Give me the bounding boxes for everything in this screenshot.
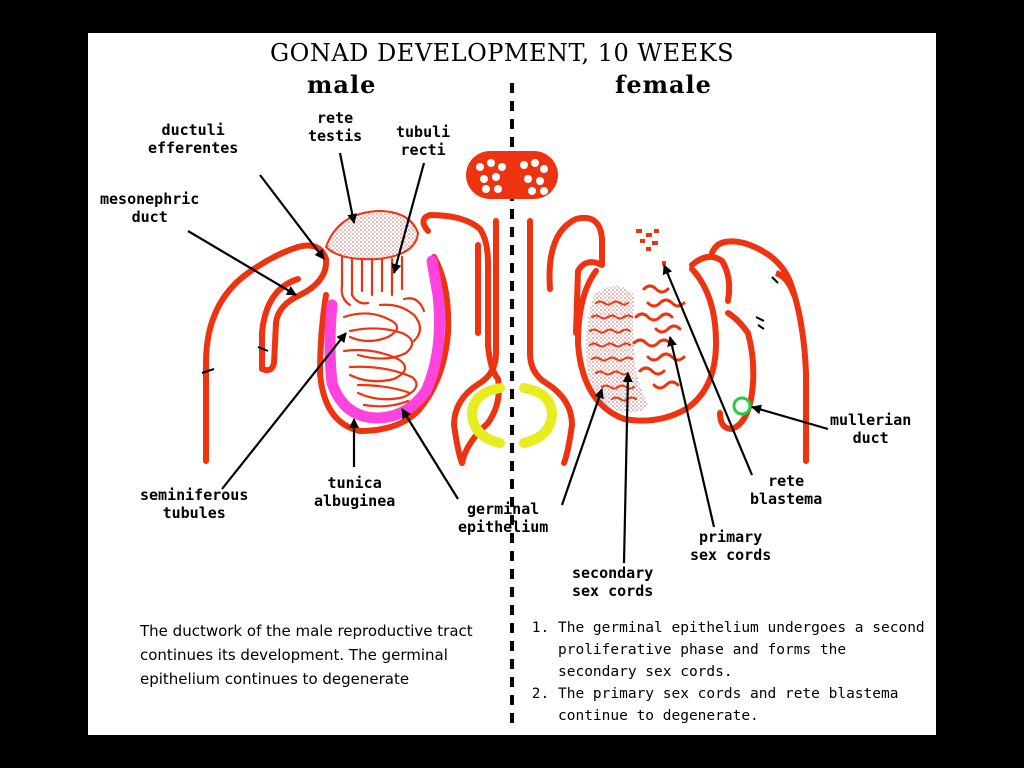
male-structure [203,212,502,466]
gonad-diagram [187,83,829,723]
female-heading: female [615,70,712,99]
seminiferous-tubules-drawing [340,255,426,408]
male-mesentery [420,212,502,466]
arrow-tubuli-recti [391,162,426,274]
arrow-secondary-sex-cords [622,372,633,564]
yellow-ring-left [466,383,505,448]
primary-sex-cords-drawing [632,284,686,390]
arrow-primary-sex-cords [667,336,716,528]
female-note: The germinal epithelium undergoes a seco… [538,617,928,727]
female-note-item-2: The primary sex cords and rete blastema … [558,683,928,727]
callout-arrows [187,152,829,564]
female-note-item-1: The germinal epithelium undergoes a seco… [558,617,928,683]
central-walls [451,218,575,466]
mesonephric-duct [259,242,330,374]
arrow-rete-testis [338,152,358,224]
female-structure [546,215,809,464]
arrow-mullerian-duct [751,404,829,431]
male-note: The ductwork of the male reproductive tr… [140,622,473,688]
male-body-wall [203,244,301,464]
ovary-capsule [575,266,719,424]
central-round-section [466,151,558,199]
mullerian-duct-drawing [732,396,752,416]
arrow-seminiferous-tubules [221,332,347,490]
arrow-germinal-epithelium-female [560,388,604,506]
arrow-ductuli-efferentes [259,174,325,260]
yellow-ring-right [519,383,558,448]
tunica-albuginea-band [324,255,445,424]
female-right-fold [709,238,809,464]
male-ticks [201,346,269,374]
male-heading: male [307,70,377,99]
arrow-mesonephric-duct [187,230,297,296]
female-ticks [755,276,779,330]
arrow-rete-blastema [662,264,754,476]
testis-capsule [317,254,452,434]
female-outer-wall [774,270,797,297]
arrow-germinal-epithelium-male [401,408,459,500]
rete-blastema-drawing [636,229,666,265]
slide: GONAD DEVELOPMENT, 10 WEEKS male female … [88,33,936,735]
page-title: GONAD DEVELOPMENT, 10 WEEKS [270,39,735,67]
